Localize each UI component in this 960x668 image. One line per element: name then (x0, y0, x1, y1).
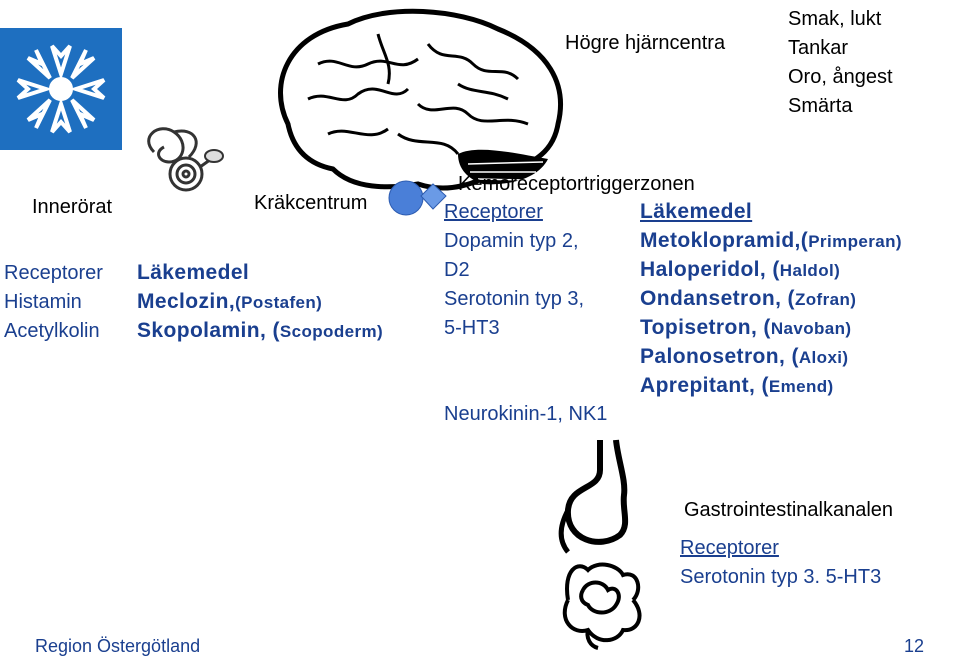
gi-receptor: Serotonin typ 3. 5-HT3 (680, 566, 881, 589)
footer-org: Region Östergötland (35, 636, 200, 657)
ctz-title: Kemoreceptortriggerzonen (458, 173, 695, 196)
ctz-drug: Topisetron, (Navoban) (640, 316, 851, 341)
drug-name: Skopolamin, ( (137, 319, 280, 342)
drug-name: Metoklopramid,( (640, 229, 808, 252)
inner-ear-icon (134, 122, 224, 202)
ctz-drug: Palonosetron, (Aloxi) (640, 345, 848, 370)
drug-brand: Scopoderm) (280, 322, 383, 341)
drug-brand: Emend) (769, 377, 834, 396)
inner-ear-receptor: Acetylkolin (4, 320, 100, 343)
inner-ear-title: Innerörat (32, 196, 112, 219)
intestines-icon (558, 560, 648, 650)
ctz-receptor-header: Receptorer (444, 201, 543, 224)
gi-title: Gastrointestinalkanalen (684, 499, 893, 522)
inner-ear-drug: Meclozin,(Postafen) (137, 290, 322, 315)
drug-brand: Zofran) (795, 290, 856, 309)
drug-brand: Haldol) (780, 261, 840, 280)
inner-ear-receptor: Histamin (4, 291, 82, 314)
drug-name: Aprepitant, ( (640, 374, 769, 397)
ctz-node-icon (388, 176, 448, 221)
ctz-receptor: Dopamin typ 2, (444, 230, 579, 253)
drug-name: Ondansetron, ( (640, 287, 795, 310)
ctz-receptor: Serotonin typ 3, (444, 288, 584, 311)
higher-brain-label: Högre hjärncentra (565, 32, 725, 55)
ctz-receptor: D2 (444, 259, 470, 282)
brain-function-item: Tankar (788, 37, 848, 60)
drug-name: Meclozin, (137, 290, 235, 313)
ctz-drug: Metoklopramid,(Primperan) (640, 229, 902, 254)
ctz-receptor: 5-HT3 (444, 317, 500, 340)
ctz-drug: Haloperidol, (Haldol) (640, 258, 840, 283)
inner-ear-drug-header: Läkemedel (137, 261, 249, 285)
stomach-icon (560, 440, 640, 570)
inner-ear-receptor-header: Receptorer (4, 262, 103, 285)
brain-function-item: Smak, lukt (788, 8, 881, 31)
page-number: 12 (904, 636, 924, 657)
drug-name: Palonosetron, ( (640, 345, 799, 368)
drug-name: Haloperidol, ( (640, 258, 780, 281)
drug-name: Topisetron, ( (640, 316, 771, 339)
inner-ear-drug: Skopolamin, (Scopoderm) (137, 319, 383, 344)
gi-receptor-header: Receptorer (680, 537, 779, 560)
drug-brand: Navoban) (771, 319, 852, 338)
ctz-drug: Ondansetron, (Zofran) (640, 287, 856, 312)
vomiting-center-label: Kräkcentrum (254, 192, 367, 215)
region-logo-icon (0, 28, 122, 150)
drug-brand: Aloxi) (799, 348, 849, 367)
ctz-drug-header: Läkemedel (640, 200, 752, 224)
ctz-receptor: Neurokinin-1, NK1 (444, 403, 607, 426)
brain-function-item: Oro, ångest (788, 66, 893, 89)
drug-brand: Primperan) (808, 232, 902, 251)
ctz-drug: Aprepitant, (Emend) (640, 374, 834, 399)
drug-brand: (Postafen) (235, 293, 322, 312)
brain-function-item: Smärta (788, 95, 852, 118)
